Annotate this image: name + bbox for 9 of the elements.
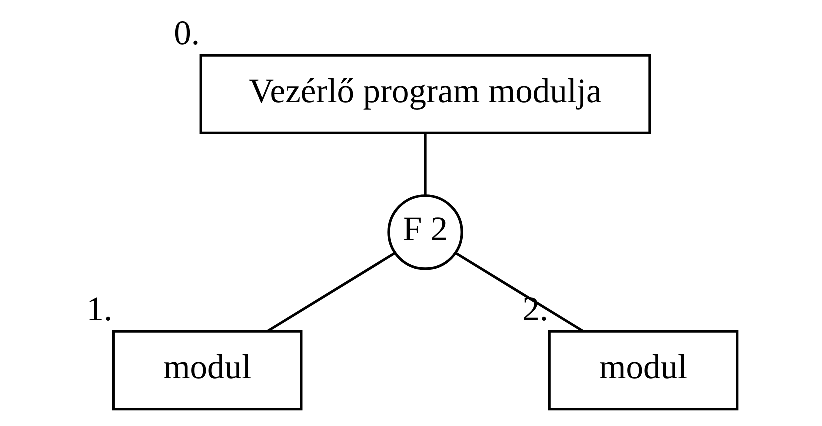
node-box: modul bbox=[548, 330, 738, 411]
connector bbox=[454, 252, 584, 332]
node-box: modul bbox=[112, 330, 302, 411]
node-label: 1. bbox=[86, 290, 112, 328]
node-label: 0. bbox=[174, 14, 200, 52]
node-box: Vezérlő program modulja bbox=[199, 54, 651, 134]
connector bbox=[424, 134, 426, 196]
connector bbox=[266, 252, 396, 332]
node-circle: F 2 bbox=[387, 194, 463, 270]
